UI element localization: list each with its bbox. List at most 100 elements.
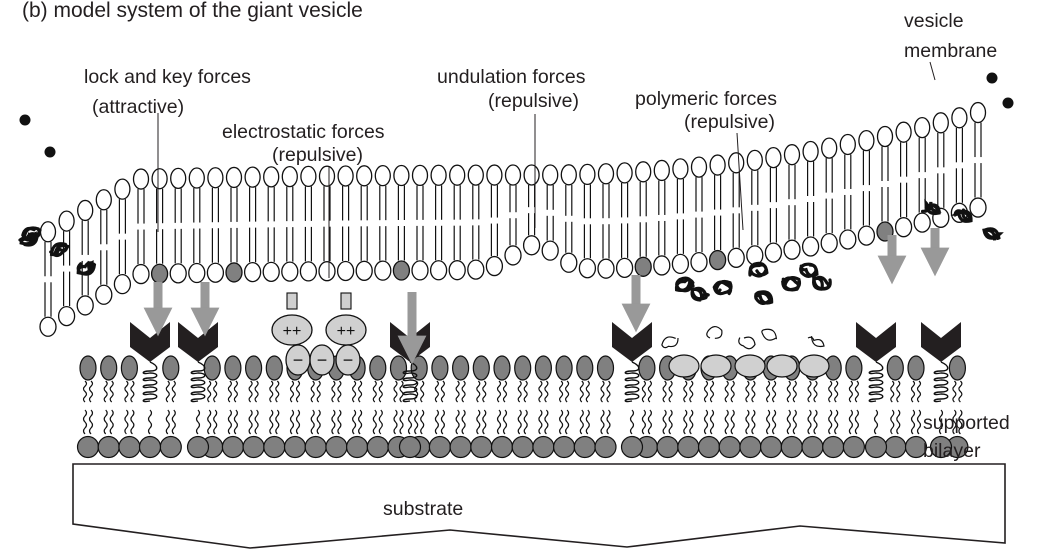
upper-leaflet-head: [432, 356, 448, 380]
charged-lipid-stalk: [287, 293, 297, 309]
upper-leaflet-head: [494, 356, 510, 380]
lipid-tail: [311, 410, 314, 434]
lipid-tail: [110, 410, 113, 434]
lipid-tail: [208, 410, 211, 434]
electrostatic-pairs: ++++−−−: [272, 293, 366, 375]
lipid-tail: [90, 381, 93, 402]
lower-leaflet-head: [140, 437, 161, 458]
lipid-tail: [835, 381, 838, 402]
lipid-tail: [953, 381, 956, 402]
lower-leaflet-head: [533, 437, 554, 458]
lipid-tail: [601, 410, 604, 434]
lipid-tail: [249, 410, 252, 434]
lipid-tail: [483, 410, 486, 434]
lipid-tail: [849, 410, 852, 434]
polymer-chain: [714, 282, 731, 294]
lipid-tail: [379, 410, 382, 434]
lipid-tail: [441, 410, 444, 434]
vesicle-inner-head: [858, 226, 874, 245]
lipid-tail: [456, 381, 459, 402]
vesicle-outer-head: [338, 166, 353, 186]
lipid-tail: [379, 381, 382, 402]
vesicle-inner-head: [710, 251, 726, 270]
vesicle-inner-head: [338, 261, 354, 280]
lipid-tail: [149, 410, 152, 434]
lipid-tail: [462, 381, 465, 402]
lower-leaflet-head: [188, 437, 209, 458]
polymer-chain: [984, 229, 1000, 240]
lipid-tail: [586, 410, 589, 434]
vesicle-inner-head: [840, 230, 856, 249]
lipid-tail: [959, 381, 962, 402]
lower-leaflet-head: [574, 437, 595, 458]
vesicle-inner-head: [207, 263, 223, 282]
lipid-tail: [711, 410, 714, 434]
vesicle-outer-head: [878, 127, 893, 147]
receptor-coil: [191, 362, 205, 402]
lipid-tail: [631, 410, 634, 434]
polymer-chain: [801, 264, 817, 276]
vesicle-outer-head: [710, 155, 725, 175]
lipid-tail: [855, 410, 858, 434]
upper-leaflet-head: [266, 356, 282, 380]
lower-leaflet-head: [885, 437, 906, 458]
lipid-tail: [421, 381, 424, 402]
polymer-chain: [756, 292, 772, 304]
vesicle-outer-head: [822, 138, 837, 158]
lipid-tail: [291, 381, 294, 402]
lipid-tail: [332, 410, 335, 434]
vesicle-inner-head: [635, 257, 651, 276]
lipid-tail: [125, 410, 128, 434]
lipid-tail: [214, 410, 217, 434]
lower-leaflet-head: [429, 437, 450, 458]
dot: [20, 115, 31, 126]
lipid-tail: [456, 410, 459, 434]
lower-leaflet-head: [98, 437, 119, 458]
leader-line: [737, 133, 743, 230]
lower-leaflet-head: [622, 437, 643, 458]
lipid-tail: [586, 381, 589, 402]
vesicle-membrane-label-1: vesicle: [904, 10, 964, 32]
lower-leaflet-head: [781, 437, 802, 458]
lipid-tail: [814, 410, 817, 434]
lipid-tail: [483, 381, 486, 402]
lipid-tail: [255, 410, 258, 434]
vesicle-inner-head: [561, 253, 577, 272]
vesicle-inner-head: [579, 259, 595, 278]
minus-sign: −: [293, 350, 304, 370]
lipid-tail: [912, 381, 915, 402]
vesicle-outer-head: [840, 134, 855, 154]
lipid-tail: [338, 410, 341, 434]
lower-leaflet-head: [305, 437, 326, 458]
lipid-tail: [773, 381, 776, 402]
lipid-tail: [435, 410, 438, 434]
vesicle-outer-head: [320, 166, 335, 186]
lower-leaflet-head: [823, 437, 844, 458]
lipid-tail: [172, 410, 175, 434]
polymer-chain: [923, 202, 940, 213]
lipid-tail: [504, 410, 507, 434]
lower-leaflet-head: [471, 437, 492, 458]
lipid-tail: [125, 381, 128, 402]
lipid-tail: [725, 381, 728, 402]
lipid-tail: [353, 410, 356, 434]
lipid-tail: [131, 381, 134, 402]
vesicle-outer-head: [561, 165, 576, 185]
lipid-tail: [560, 381, 563, 402]
lipid-tail: [711, 381, 714, 402]
lower-leaflet-head: [243, 437, 264, 458]
lower-leaflet-head: [326, 437, 347, 458]
lower-leaflet-head: [119, 437, 140, 458]
upper-leaflet-head: [556, 356, 572, 380]
lipid-tail: [663, 410, 666, 434]
lipid-tail: [580, 410, 583, 434]
vesicle-inner-head: [914, 213, 930, 232]
vesicle-outer-head: [171, 168, 186, 188]
lipid-tail: [897, 381, 900, 402]
upper-leaflet-head: [535, 356, 551, 380]
lipid-tail: [669, 381, 672, 402]
lipid-tail: [462, 410, 465, 434]
electrostatic-label-1: electrostatic forces: [222, 121, 385, 143]
vesicle-outer-head: [729, 153, 744, 173]
lipid-tail: [394, 410, 397, 434]
